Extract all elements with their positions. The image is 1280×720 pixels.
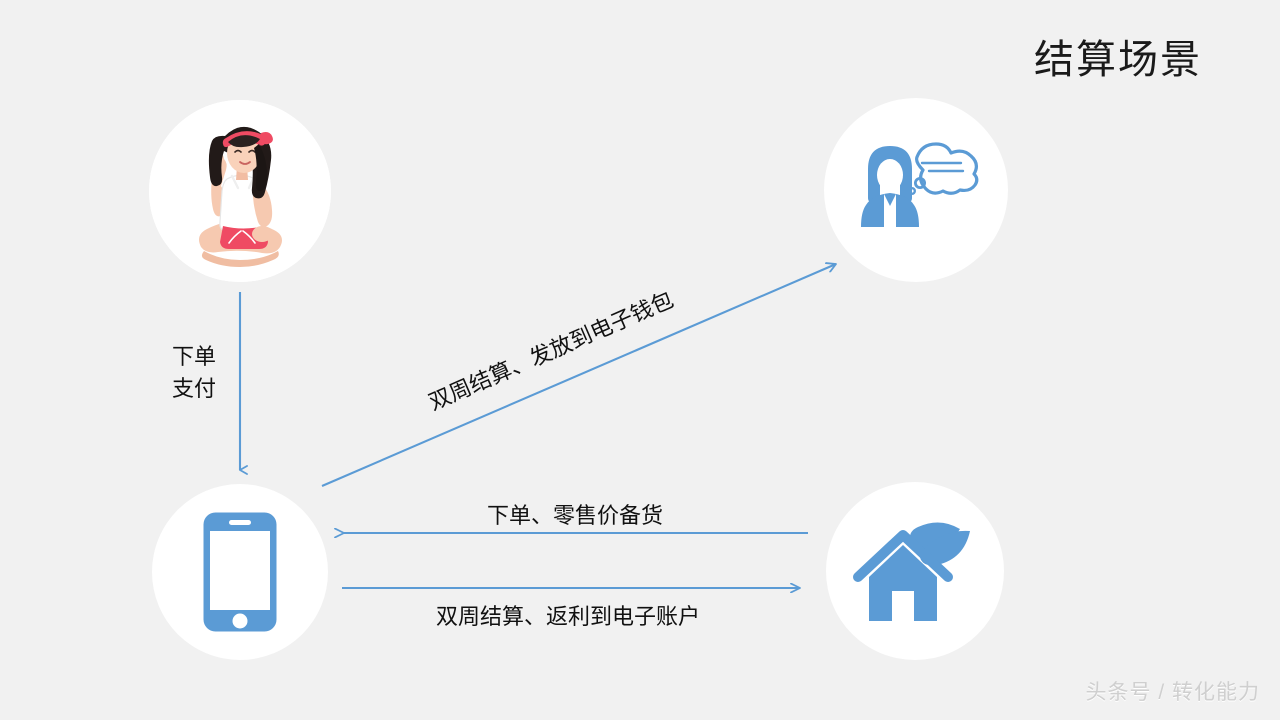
- label-order-pay-line1: 下单: [172, 344, 217, 369]
- label-order-pay-line2: 支付: [172, 375, 217, 401]
- consumer-photo: [149, 100, 331, 282]
- node-consumer[interactable]: [149, 100, 331, 282]
- label-order-stock: 下单、零售价备货: [487, 503, 664, 528]
- arrow-settle-wallet: [321, 264, 836, 487]
- label-order-pay: 下单 支付: [172, 341, 216, 405]
- label-settle-rebate: 双周结算、返利到电子账户: [436, 604, 701, 629]
- watermark: 头条号 / 转化能力: [1085, 681, 1260, 704]
- smartphone-icon: [203, 512, 277, 632]
- woman-thought-cloud-icon: [861, 142, 979, 227]
- house-leaf-icon: [853, 522, 970, 621]
- node-agent[interactable]: [824, 98, 1008, 282]
- page-title: 结算场景: [1034, 38, 1202, 82]
- photo-woman-pointing-icon: [149, 100, 331, 282]
- label-settle-wallet: 双周结算、发放到电子钱包: [424, 286, 678, 415]
- node-platform[interactable]: [152, 484, 328, 660]
- node-merchant[interactable]: [826, 482, 1004, 660]
